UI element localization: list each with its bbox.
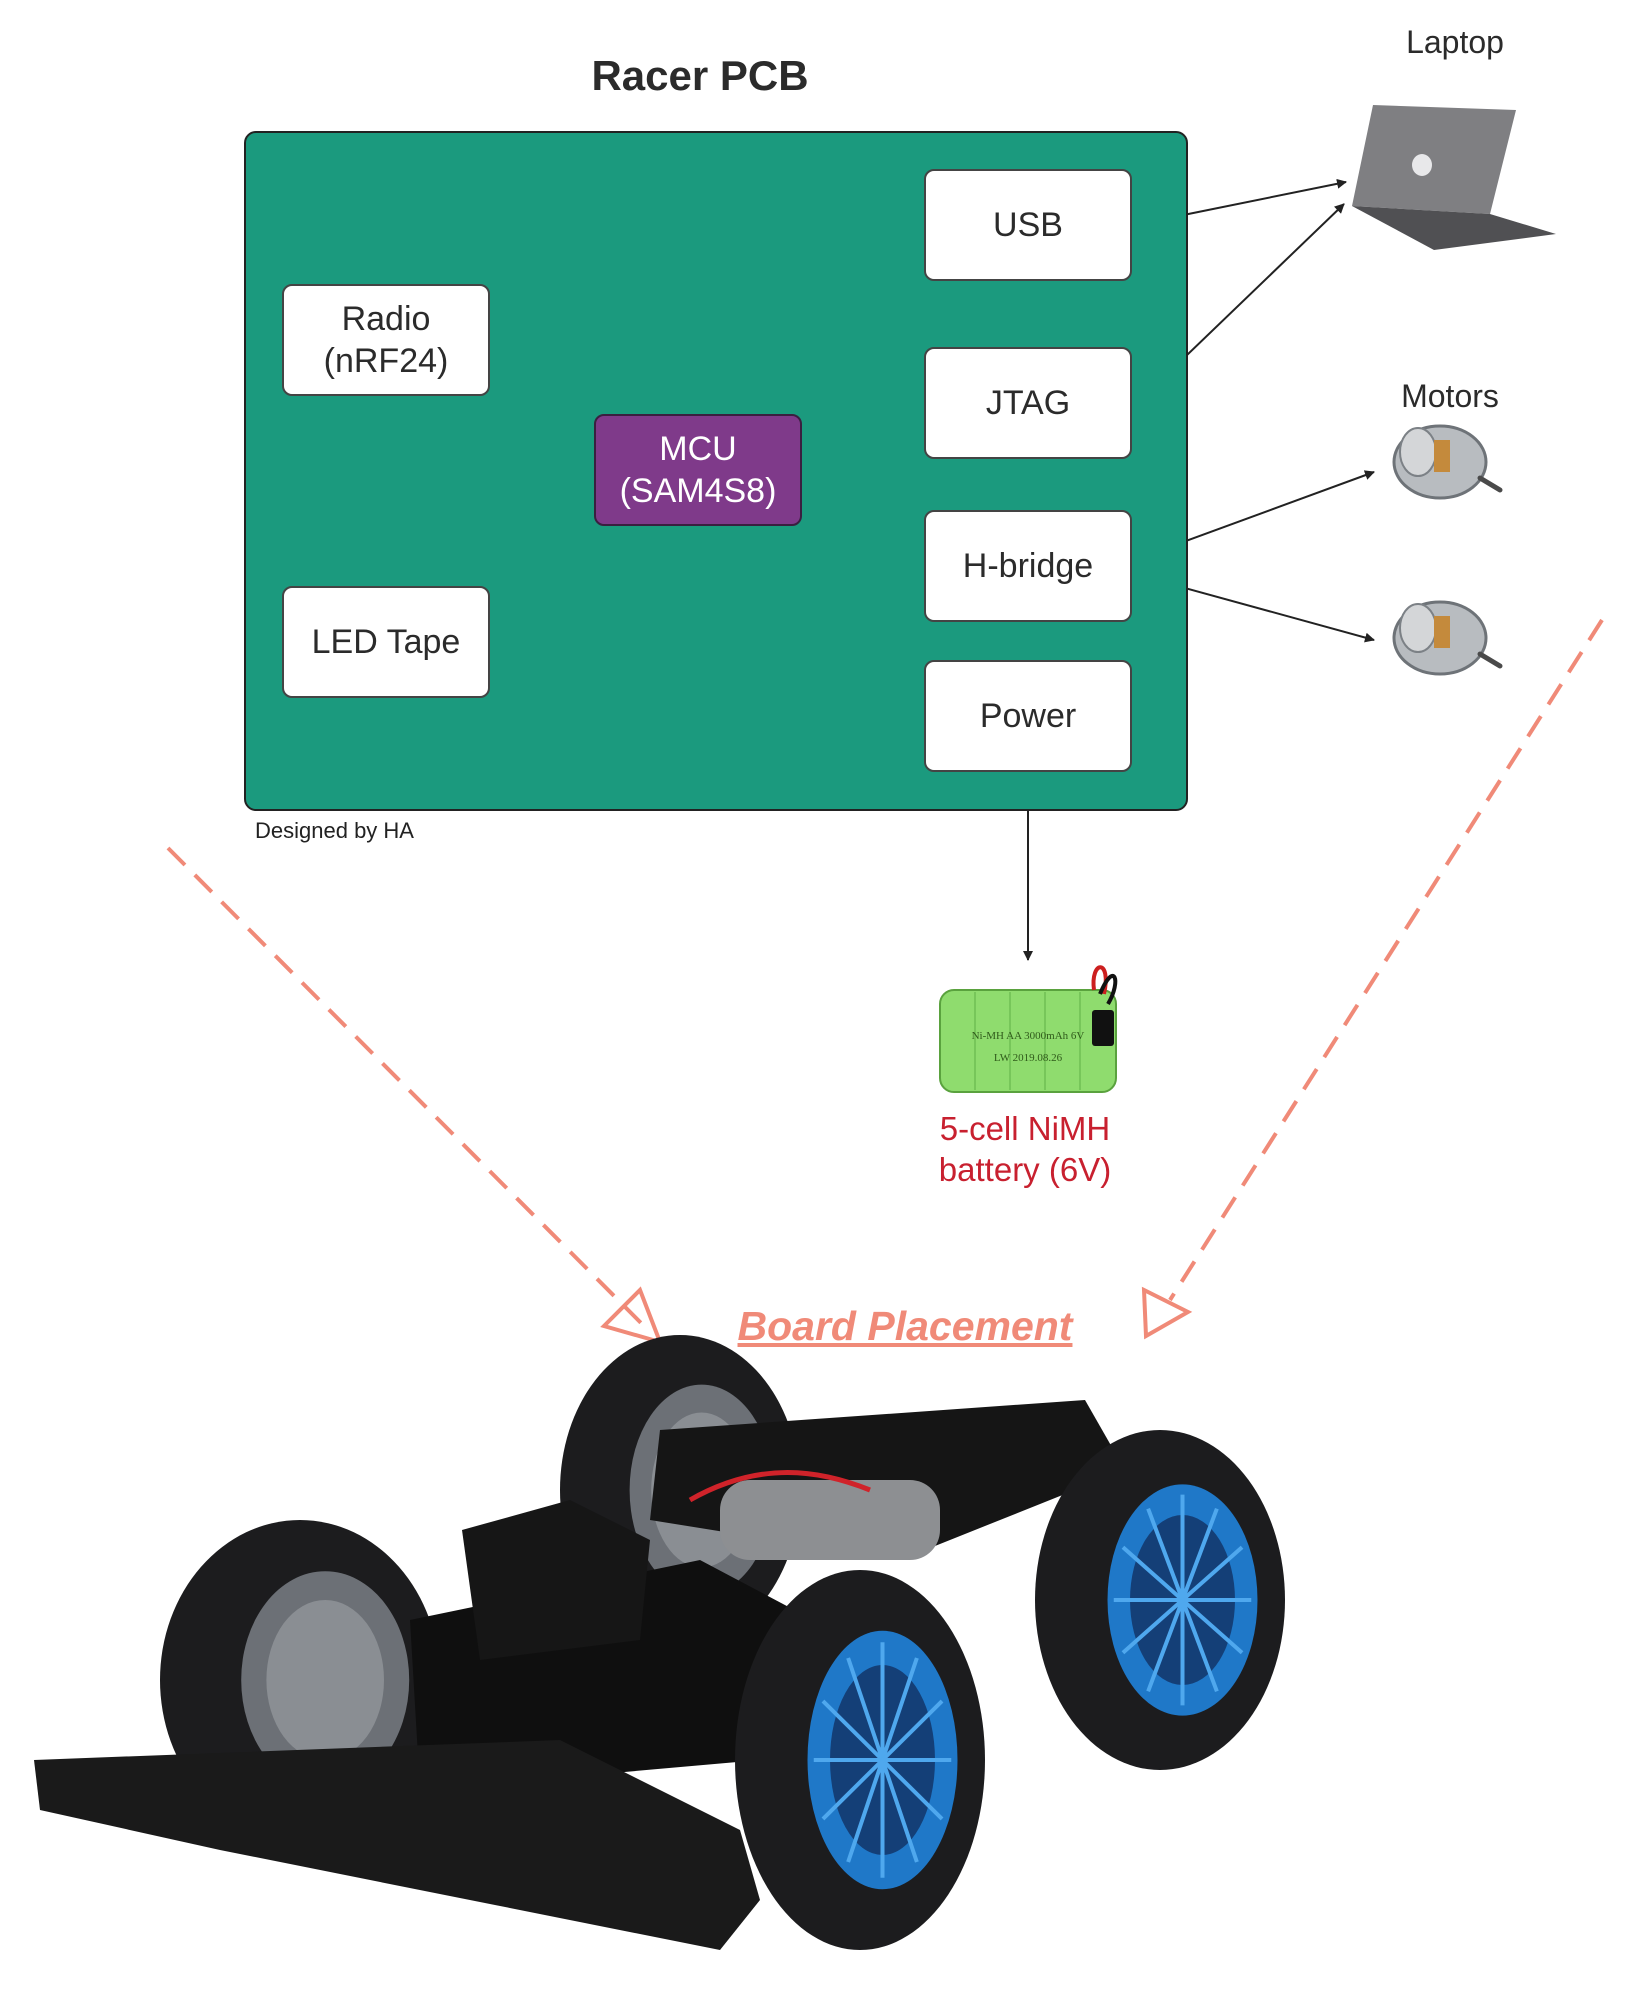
radio-block[interactable]: Radio (nRF24) <box>282 284 490 396</box>
rear-right-wheel-spoke <box>1181 1598 1244 1655</box>
front-right-wheel <box>735 1570 985 1950</box>
drive-motor <box>720 1480 940 1560</box>
rear-right-wheel-spoke <box>1121 1545 1184 1602</box>
red-wire <box>688 1470 871 1503</box>
mcu-block[interactable]: MCU (SAM4S8) <box>594 414 802 526</box>
led-tape-label: LED Tape <box>311 623 461 661</box>
rear-right-wheel-spoke <box>1181 1545 1244 1602</box>
right-placement-arrow-line <box>1168 618 1604 1302</box>
rear-right-wheel-spoke <box>1146 1508 1185 1601</box>
laptop-icon <box>1352 105 1556 250</box>
rear-right-wheel-spoke <box>1146 1599 1185 1692</box>
laptop-base <box>1352 206 1556 250</box>
motors-label: Motors <box>1401 378 1499 414</box>
usb-label: USB <box>993 206 1063 244</box>
laptop-label: Laptop <box>1406 24 1504 60</box>
front-left-wheel-hub <box>266 1600 385 1760</box>
rear-right-wheel-spoke <box>1121 1598 1184 1655</box>
rear-right-wheel-spoke <box>1180 1599 1219 1692</box>
jtag-label: JTAG <box>985 384 1071 422</box>
power-label: Power <box>979 697 1077 735</box>
front-bumper <box>34 1740 760 1950</box>
car-chassis-image <box>34 1335 1285 1950</box>
front-right-wheel-spoke <box>846 1759 885 1863</box>
motor-2-icon-shaft <box>1477 651 1503 669</box>
laptop-logo-icon <box>1412 154 1432 176</box>
motor-1-icon-end-cap <box>1399 427 1437 477</box>
battery-label: 5-cell NiMH battery (6V) <box>880 1108 1170 1190</box>
battery-label-line2: battery (6V) <box>938 1151 1112 1188</box>
battery-print-line1: Ni-MH AA 3000mAh 6V <box>971 1030 1085 1042</box>
front-right-wheel-spoke <box>880 1759 919 1863</box>
rear-right-wheel <box>1035 1430 1285 1770</box>
radio-label-line1: Radio <box>341 300 431 338</box>
mcu-label-line1: MCU <box>659 430 737 468</box>
radio-label-line2: (nRF24) <box>323 342 449 380</box>
front-right-wheel-spoke <box>881 1699 944 1762</box>
board-placement-title[interactable]: Board Placement <box>737 1303 1073 1349</box>
hbridge-block[interactable]: H-bridge <box>924 510 1132 622</box>
front-right-wheel-spoke <box>880 1657 919 1761</box>
power-block[interactable]: Power <box>924 660 1132 772</box>
hbridge-label: H-bridge <box>962 547 1094 585</box>
battery-print-text: Ni-MH AA 3000mAh 6V LW 2019.08.26 <box>943 1025 1113 1069</box>
jtag-block[interactable]: JTAG <box>924 347 1132 459</box>
laptop-screen-back <box>1352 105 1516 214</box>
motor-1-icon-shaft <box>1477 475 1503 493</box>
front-right-wheel-spoke <box>821 1699 884 1762</box>
front-right-wheel-spoke <box>881 1758 944 1821</box>
rear-right-wheel-spoke <box>1180 1508 1219 1601</box>
diagram-title: Racer PCB <box>591 52 809 99</box>
right-placement-arrowhead <box>1141 1286 1193 1340</box>
battery-pack-icon <box>939 965 1118 1093</box>
motor-1-icon <box>1392 424 1503 500</box>
battery-connector <box>1092 1010 1114 1046</box>
motor-1-icon-terminal <box>1434 440 1450 472</box>
front-right-wheel-spoke <box>846 1657 885 1761</box>
left-placement-arrowhead <box>600 1286 664 1346</box>
credit-text: Designed by HA <box>255 818 414 843</box>
front-right-wheel-spoke <box>821 1758 884 1821</box>
motor-2-icon-terminal <box>1434 616 1450 648</box>
servo-motor <box>462 1500 650 1660</box>
motor-2-icon <box>1392 600 1503 676</box>
battery-body <box>939 989 1117 1093</box>
led-tape-block[interactable]: LED Tape <box>282 586 490 698</box>
battery-print-line2: LW 2019.08.26 <box>993 1052 1063 1064</box>
usb-block[interactable]: USB <box>924 169 1132 281</box>
motor-2-icon-end-cap <box>1399 603 1437 653</box>
battery-label-line1: 5-cell NiMH <box>939 1110 1111 1147</box>
left-placement-arrow-line <box>166 846 650 1332</box>
battery-wire-black <box>1098 973 1118 1006</box>
mcu-label-line2: (SAM4S8) <box>619 472 777 510</box>
